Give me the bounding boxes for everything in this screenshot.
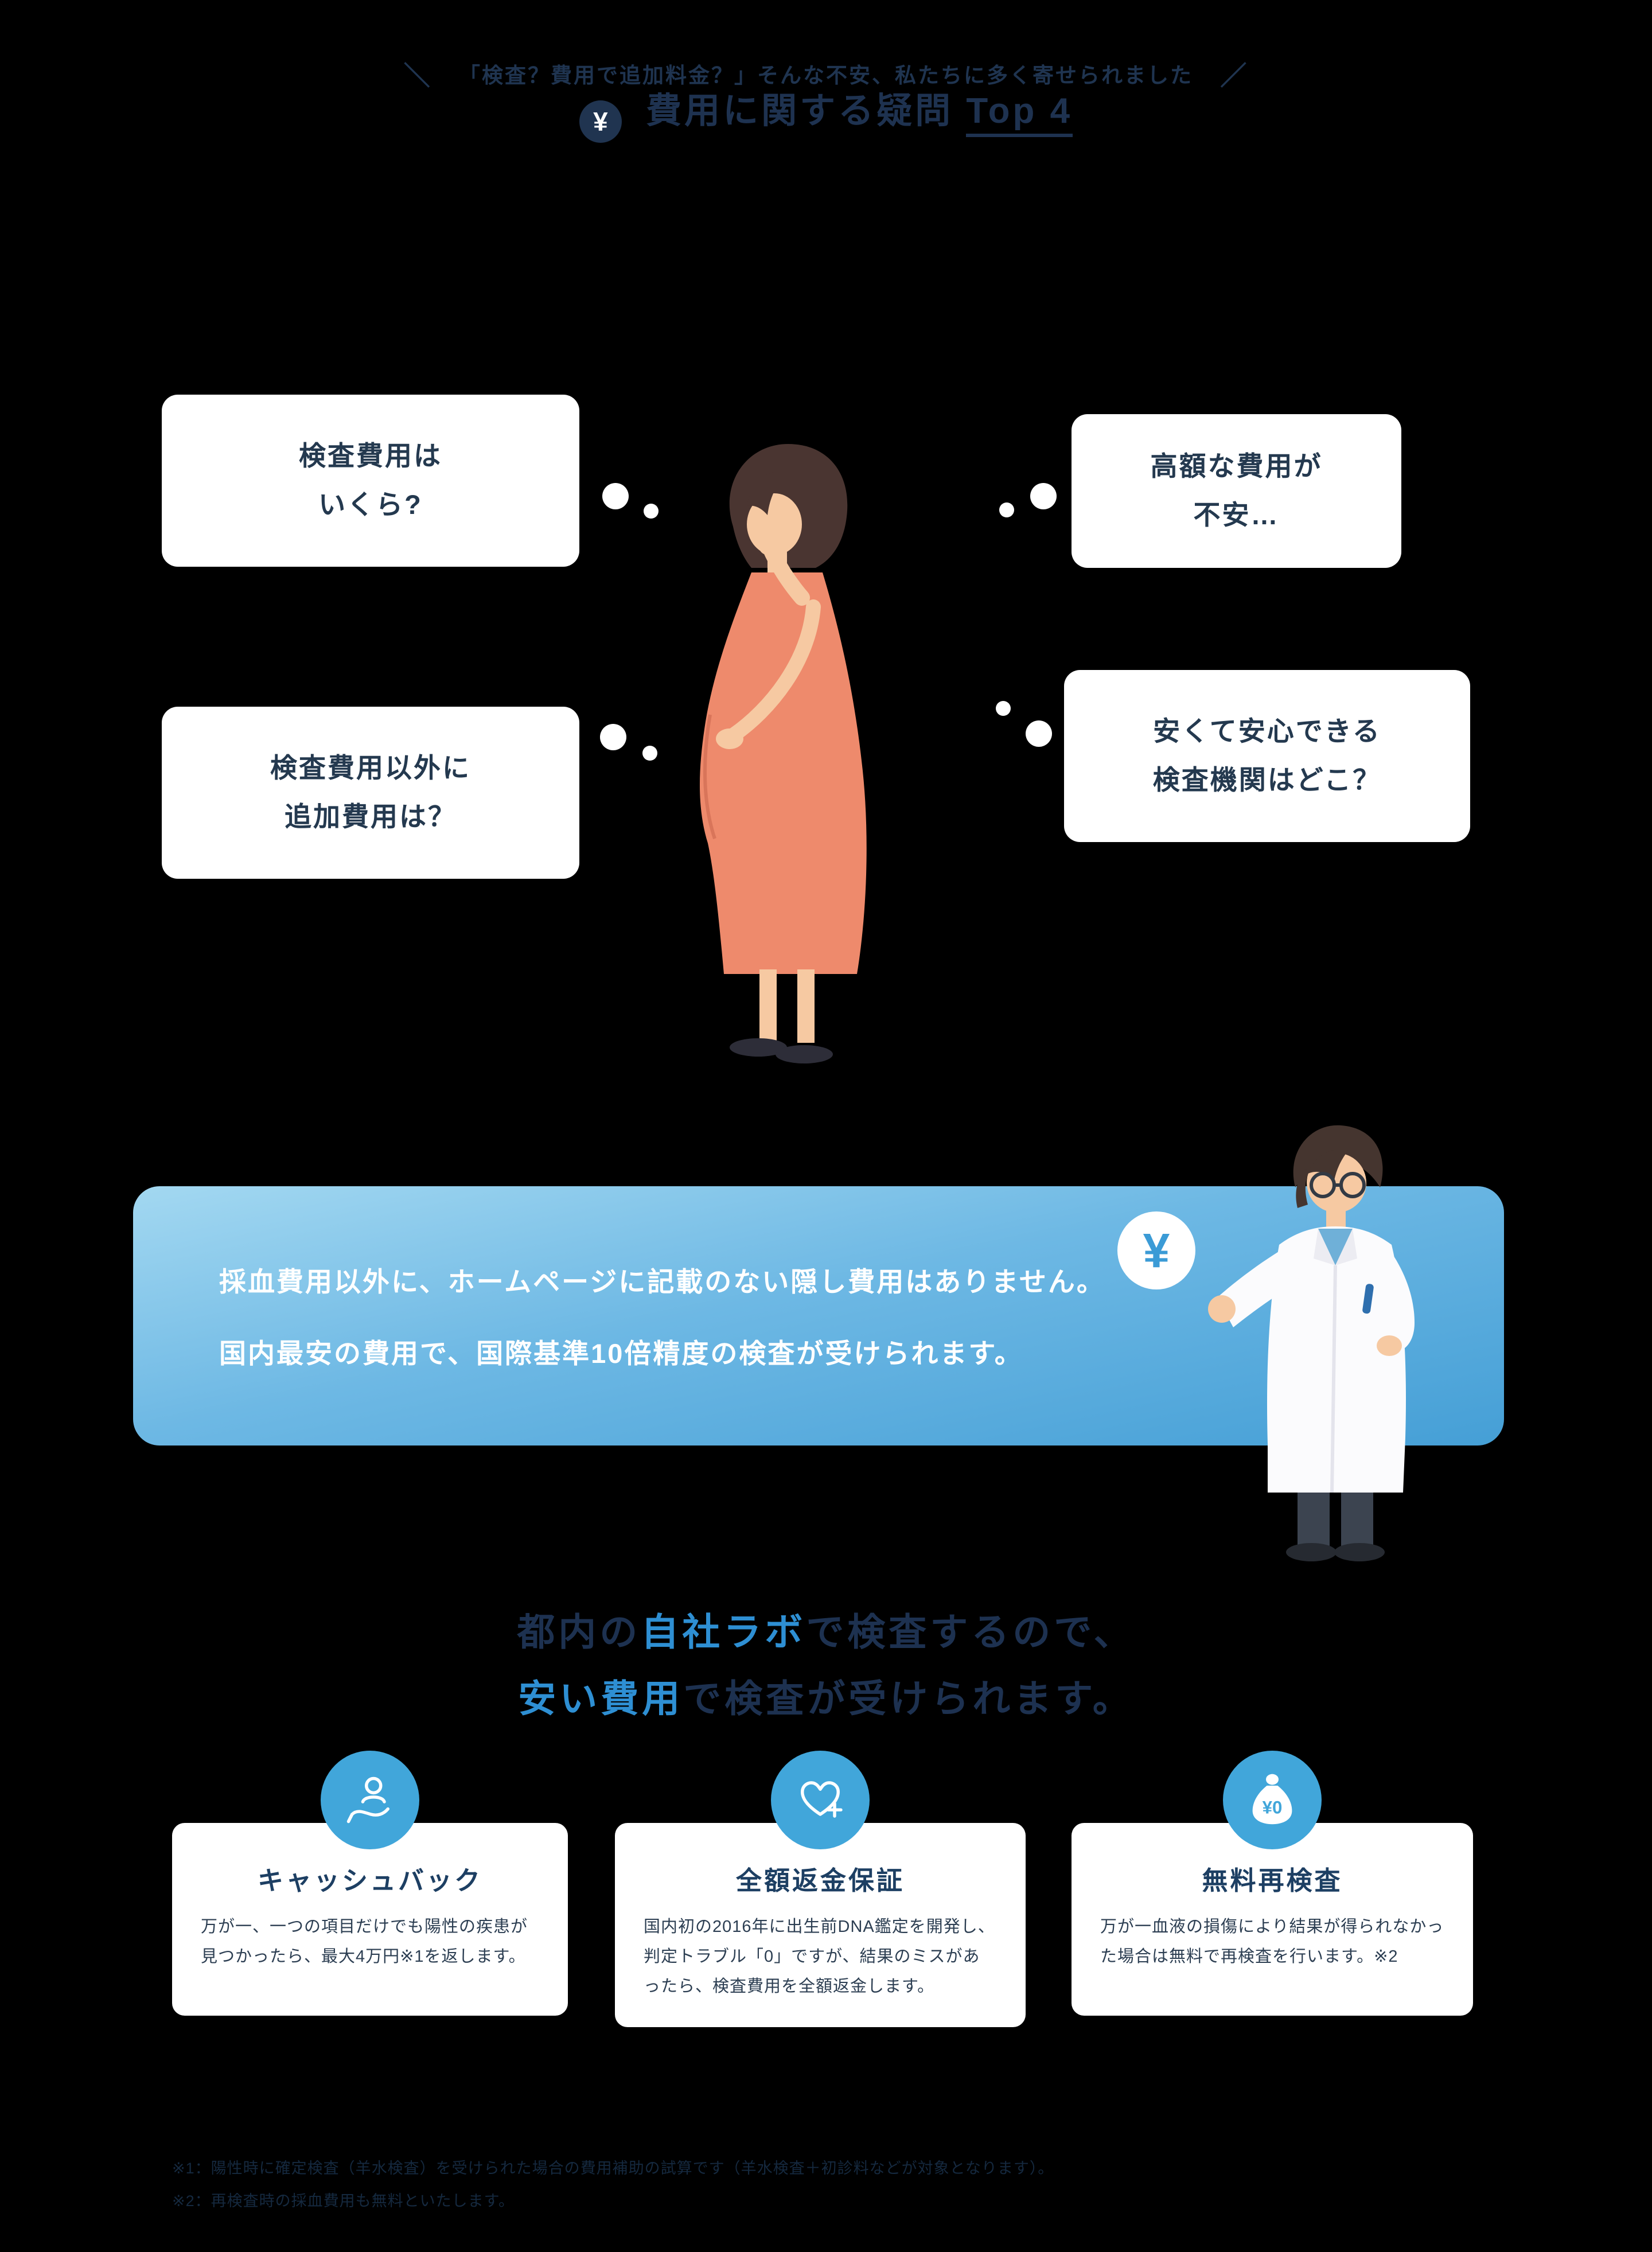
card-body: 国内初の2016年に出生前DNA鑑定を開発し、判定トラブル「0」ですが、結果のミ… bbox=[644, 1918, 995, 1996]
card-title: 全額返金保証 bbox=[735, 1866, 905, 1895]
thought-dot bbox=[644, 504, 659, 519]
doctor-illustration bbox=[1208, 1125, 1415, 1561]
banner-line-2: 国内最安の費用で、国際基準10倍精度の検査が受けられます。 bbox=[219, 1338, 1023, 1369]
bubble-expensive-worry: 高額な費用が 不安… bbox=[1072, 414, 1401, 568]
title-top4-underlined: Top 4 bbox=[966, 91, 1073, 137]
card-title: キャッシュバック bbox=[257, 1866, 482, 1895]
footnote-1: ※1：陽性時に確定検査（羊水検査）を受けられた場合の費用補助の試算です（羊水検査… bbox=[172, 2160, 1054, 2177]
bubble-test-cost: 検査費用は いくら? bbox=[162, 395, 579, 567]
card-free-retest: 無料再検査 万が一血液の損傷により結果が得られなかった場合は無料で再検査を行いま… bbox=[1072, 1823, 1473, 2016]
yen-circle-icon: ¥ bbox=[579, 100, 622, 143]
card-title: 無料再検査 bbox=[1202, 1866, 1343, 1895]
headline-line-1: 都内の自社ラボで検査するので、 bbox=[0, 1599, 1652, 1666]
headline-line-2: 安い費用で検査が受けられます。 bbox=[0, 1666, 1652, 1732]
cashback-hand-icon bbox=[321, 1751, 419, 1849]
banner-text: 採血費用以外に、ホームページに記載のない隠し費用はありません。 国内最安の費用で… bbox=[219, 1260, 1105, 1403]
card-body: 万が一、一つの項目だけでも陽性の疾患が見つかったら、最大4万円※1を返します。 bbox=[201, 1918, 528, 1966]
bubble-line: 検査費用以外に bbox=[270, 753, 471, 784]
bubble-line: 検査機関はどこ？ bbox=[1152, 765, 1382, 795]
thought-dot bbox=[1026, 720, 1052, 747]
money-bag-zero-label: ¥0 bbox=[1263, 1797, 1283, 1817]
headline-text: で検査するので、 bbox=[806, 1611, 1135, 1653]
headline-highlight: 自社ラボ bbox=[641, 1611, 806, 1653]
thought-dot bbox=[1030, 483, 1057, 509]
page-title: ¥ 費用に関する疑問 Top 4 bbox=[0, 81, 1652, 143]
heart-plus-icon bbox=[771, 1751, 870, 1849]
thought-dot bbox=[999, 502, 1014, 517]
thought-dot bbox=[996, 701, 1011, 716]
bubble-line: いくら? bbox=[318, 489, 423, 520]
card-full-refund: 全額返金保証 国内初の2016年に出生前DNA鑑定を開発し、判定トラブル「0」で… bbox=[615, 1823, 1026, 2027]
card-cashback: キャッシュバック 万が一、一つの項目だけでも陽性の疾患が見つかったら、最大4万円… bbox=[172, 1823, 568, 2016]
thought-dot bbox=[642, 746, 657, 761]
tagline-text: 「検査？費用で追加料金？」そんな不安、私たちに多く寄せられました bbox=[459, 64, 1193, 87]
yen-symbol: ¥ bbox=[1143, 1223, 1170, 1277]
section-headline: 都内の自社ラボで検査するので、 安い費用で検査が受けられます。 bbox=[0, 1599, 1652, 1732]
tagline-slash-left: ＼ bbox=[403, 61, 432, 91]
bubble-line: 不安… bbox=[1193, 500, 1280, 530]
thought-dot bbox=[602, 483, 629, 509]
headline-text: 都内の bbox=[517, 1611, 641, 1653]
footnote-2: ※2：再検査時の採血費用も無料といたします。 bbox=[172, 2192, 515, 2210]
bubble-line: 高額な費用が bbox=[1150, 451, 1323, 482]
headline-text: で検査が受けられます。 bbox=[683, 1677, 1134, 1720]
bubble-extra-fees: 検査費用以外に 追加費用は？ bbox=[162, 707, 579, 879]
banner-line-1: 採血費用以外に、ホームページに記載のない隠し費用はありません。 bbox=[219, 1267, 1105, 1297]
bubble-line: 追加費用は？ bbox=[285, 801, 457, 832]
headline-highlight: 安い費用 bbox=[518, 1677, 684, 1720]
bubble-line: 安くて安心できる bbox=[1153, 716, 1381, 747]
thought-dot bbox=[600, 724, 626, 750]
title-text: 費用に関する疑問 bbox=[646, 91, 954, 131]
bubble-cheap-reliable-lab: 安くて安心できる 検査機関はどこ？ bbox=[1064, 670, 1470, 842]
bubble-line: 検査費用は bbox=[299, 441, 442, 472]
yen-coin-icon: ¥ bbox=[1117, 1211, 1195, 1289]
tagline: ＼ 「検査？費用で追加料金？」そんな不安、私たちに多く寄せられました ／ bbox=[0, 53, 1652, 91]
pregnant-woman-illustration bbox=[700, 444, 867, 1063]
tagline-slash-right: ／ bbox=[1220, 61, 1249, 91]
money-bag-icon: ¥0 bbox=[1223, 1751, 1322, 1849]
footnotes: ※1：陽性時に確定検査（羊水検査）を受けられた場合の費用補助の試算です（羊水検査… bbox=[172, 2152, 1054, 2217]
card-body: 万が一血液の損傷により結果が得られなかった場合は無料で再検査を行います。※2 bbox=[1100, 1918, 1444, 1966]
